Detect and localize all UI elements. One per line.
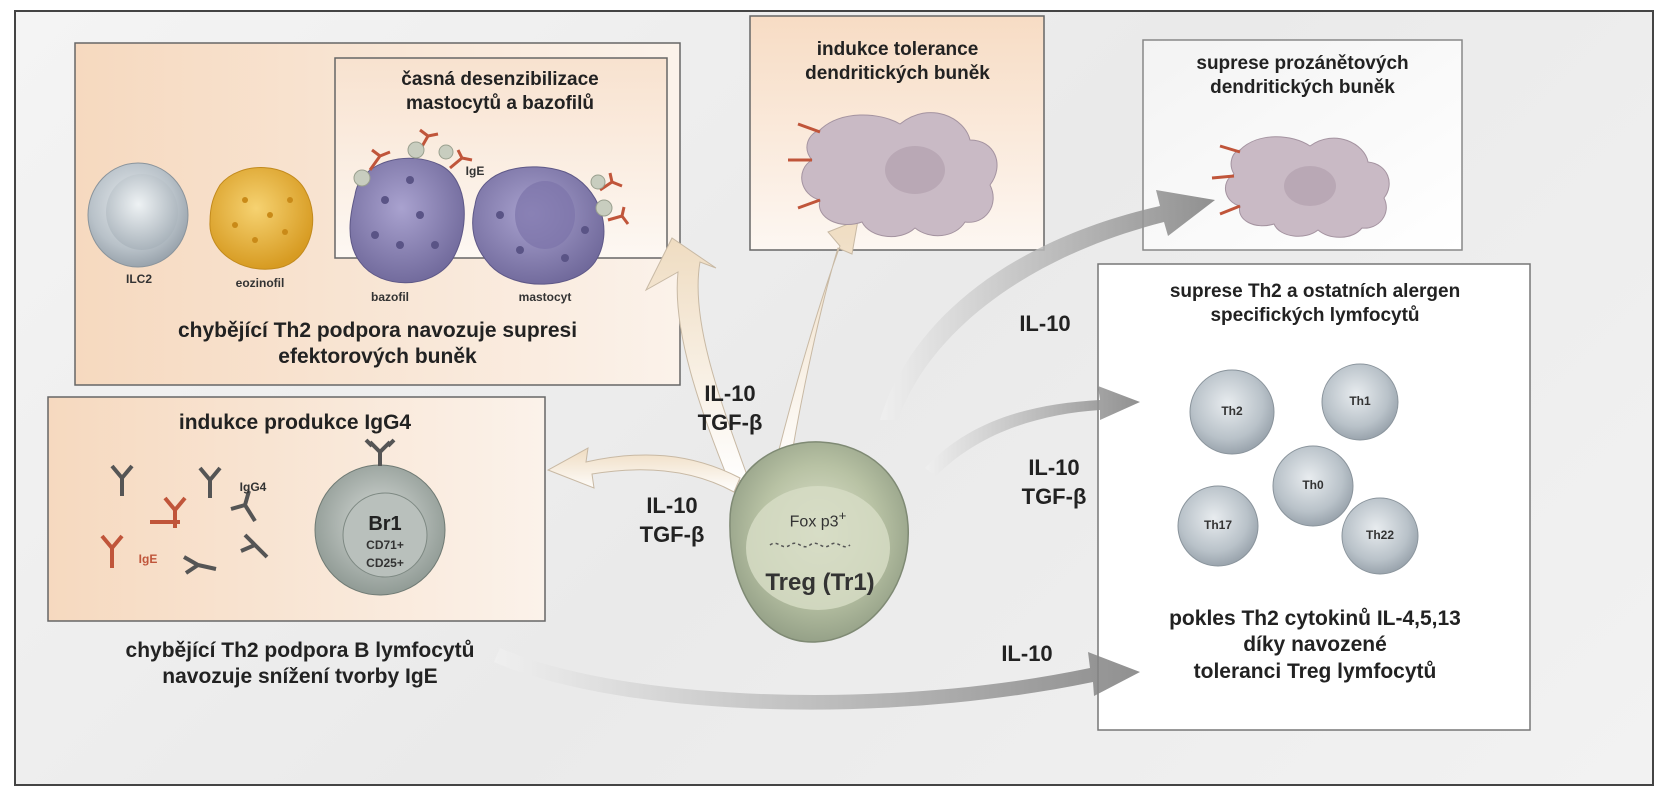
th-title: suprese Th2 a ostatních alergen specific… [1169,281,1461,326]
arrow-to-effector [644,237,749,485]
arrow-to-th [925,386,1140,476]
label-ige-receptor: IgE [465,164,485,178]
arrow-to-suppress-dc [880,190,1215,420]
igg4-title: indukce produkce IgG4 [178,411,412,434]
label-th22: Th22 [1365,528,1394,542]
allergen-particles [353,141,613,217]
treg-foxp3: Fox p3+ [789,508,847,531]
label-mastocyte: mastocyt [518,290,572,304]
suppress-dc-title: suprese prozánětových dendritických buně… [1196,53,1409,98]
label-igg4: IgG4 [239,480,267,494]
arrow-to-tolerance-dc [771,219,859,479]
cell-mastocyte [472,166,605,285]
arrow-bottom-to-th [494,648,1140,710]
cell-basophil [349,157,465,284]
antibodies-igg4 [110,464,269,575]
label-ilc2: ILC2 [125,272,152,286]
cell-ilc2 [87,162,189,268]
dendritic-cell-suppress [1211,136,1390,238]
cytokine-right-mid: IL-10 TGF-β [1021,455,1087,509]
ige-receptors [368,128,630,225]
effector-caption: chybějící Th2 podpora navozuje supresi e… [177,319,578,369]
br1-marker-cd71: CD71+ [366,538,404,552]
cytokine-right-top: IL-10 [1019,311,1071,336]
br1-marker-cd25: CD25+ [366,556,404,570]
dendritic-cell-tolerance [788,112,998,238]
antibodies-ige [100,496,187,568]
cytokine-left-center: IL-10 TGF-β [639,493,705,547]
cytokine-top-center: IL-10 TGF-β [697,381,763,435]
label-basophil: bazofil [371,290,409,304]
cell-br1 [314,438,446,596]
label-th0: Th0 [1302,478,1324,492]
panel-igg4 [47,396,546,622]
label-th17: Th17 [1203,518,1232,532]
th-caption: pokles Th2 cytokinů IL-4,5,13 díky navoz… [1169,607,1461,683]
effector-inner-title: časná desenzibilizace mastocytů a bazofi… [401,69,599,114]
igg4-caption: chybějící Th2 podpora B lymfocytů navozu… [125,639,475,689]
br1-title: Br1 [368,513,402,535]
treg-name: Treg (Tr1) [765,569,875,596]
cell-treg [729,441,909,643]
arrow-to-igg4 [546,447,741,493]
tolerance-dc-title: indukce tolerance dendritických buněk [805,39,990,84]
label-eosinophil: eozinofil [235,276,285,290]
label-ige: IgE [138,552,158,566]
label-th2: Th2 [1221,404,1243,418]
cytokine-bottom: IL-10 [1001,641,1053,666]
cell-eosinophil [209,167,314,270]
th-cells [1177,363,1419,575]
label-th1: Th1 [1349,394,1371,408]
